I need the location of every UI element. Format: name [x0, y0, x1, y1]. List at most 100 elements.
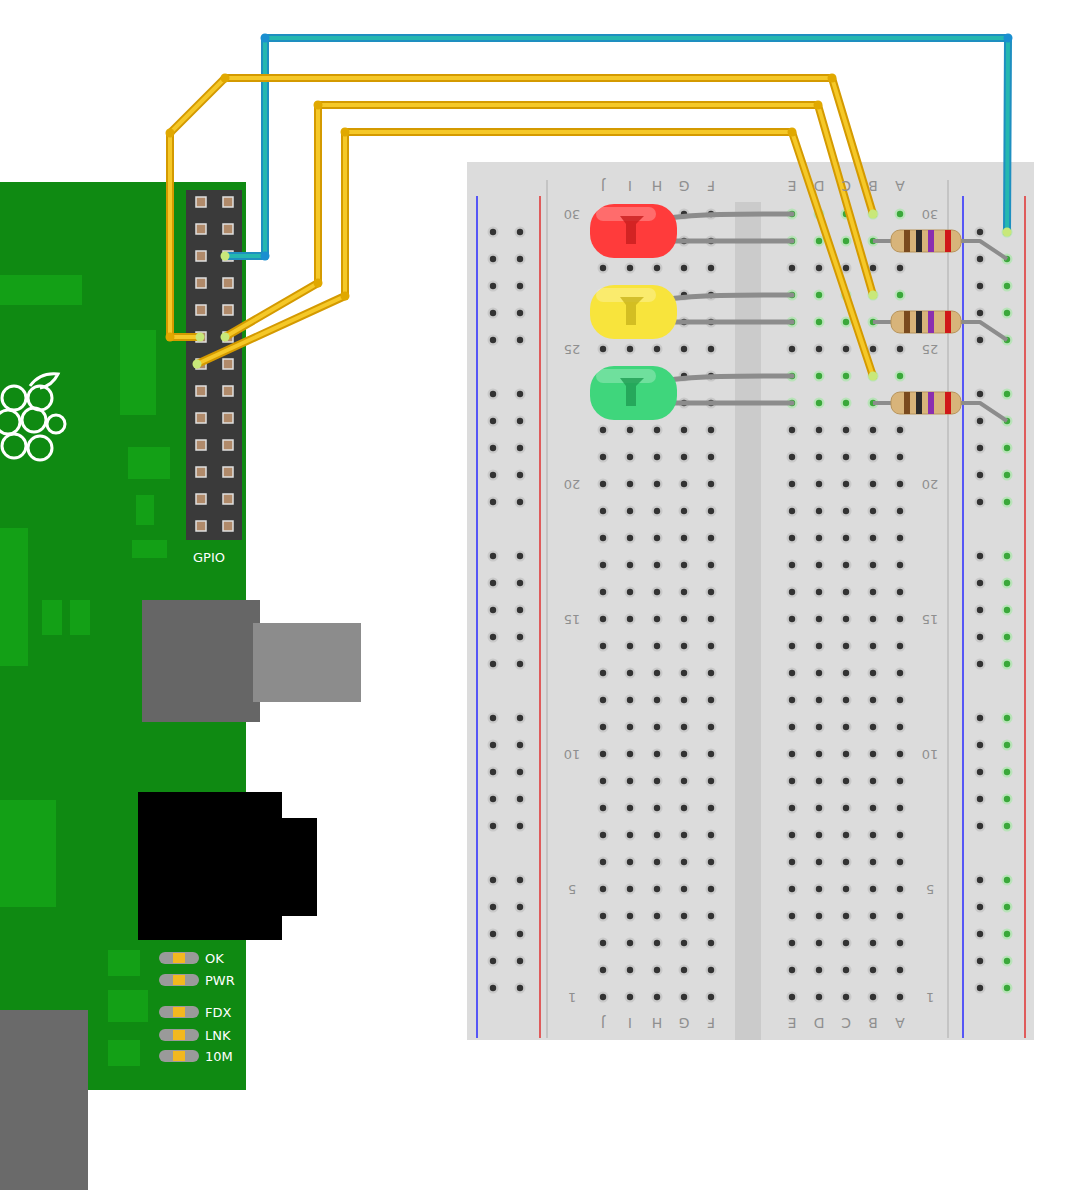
- status-led: [173, 953, 185, 963]
- hole: [708, 994, 714, 1000]
- hole: [841, 749, 852, 760]
- hole: [841, 614, 852, 625]
- resistor-lead: [873, 239, 893, 243]
- hole: [600, 562, 606, 568]
- hole: [706, 641, 717, 652]
- hole: [843, 940, 849, 946]
- hole: [488, 578, 499, 589]
- hole: [679, 614, 690, 625]
- gpio-pin: [196, 224, 206, 234]
- hole: [814, 344, 825, 355]
- hole: [816, 265, 822, 271]
- hole: [868, 830, 879, 841]
- hole: [814, 587, 825, 598]
- hole: [517, 553, 523, 559]
- hole: [625, 587, 636, 598]
- hole: [789, 454, 795, 460]
- hole: [706, 992, 717, 1003]
- hole: [1004, 904, 1010, 910]
- hole: [517, 391, 523, 397]
- hole: [977, 445, 983, 451]
- hole: [515, 605, 526, 616]
- hole: [517, 931, 523, 937]
- hole: [627, 994, 633, 1000]
- hole: [654, 913, 660, 919]
- hole: [975, 254, 986, 265]
- gpio-pin: [196, 386, 206, 396]
- hole: [679, 452, 690, 463]
- hole: [787, 425, 798, 436]
- hole: [1004, 931, 1010, 937]
- status-led-label: 10M: [205, 1050, 233, 1063]
- hole: [841, 695, 852, 706]
- led-leg: [670, 376, 792, 380]
- hole: [488, 632, 499, 643]
- hole: [652, 479, 663, 490]
- hole: [1004, 283, 1010, 289]
- hole: [625, 452, 636, 463]
- jumper-wire: [170, 78, 873, 337]
- status-led-label: OK: [205, 952, 224, 965]
- hole: [679, 776, 690, 787]
- hole: [816, 616, 822, 622]
- hole: [625, 479, 636, 490]
- hole: [706, 749, 717, 760]
- hole: [789, 346, 795, 352]
- hole: [895, 641, 906, 652]
- hole: [975, 497, 986, 508]
- hole: [708, 967, 714, 973]
- hole: [490, 742, 496, 748]
- hole: [895, 749, 906, 760]
- column-letter: E: [788, 1016, 797, 1030]
- hole: [816, 697, 822, 703]
- hole: [706, 533, 717, 544]
- hole: [490, 823, 496, 829]
- hole: [841, 722, 852, 733]
- hole: [814, 317, 825, 328]
- hole: [841, 668, 852, 679]
- hole: [975, 902, 986, 913]
- hole: [977, 877, 983, 883]
- hole: [843, 454, 849, 460]
- gpio-pin: [223, 386, 233, 396]
- hole: [598, 425, 609, 436]
- hole: [868, 479, 879, 490]
- hole: [841, 452, 852, 463]
- hole: [841, 830, 852, 841]
- hole: [789, 562, 795, 568]
- wire-end: [869, 291, 878, 300]
- hole: [1004, 769, 1010, 775]
- hole: [789, 724, 795, 730]
- hole: [681, 805, 687, 811]
- hole: [895, 479, 906, 490]
- hole: [843, 994, 849, 1000]
- column-letter: I: [628, 179, 632, 193]
- hole: [600, 670, 606, 676]
- column-letter: F: [707, 1016, 715, 1030]
- hole: [598, 344, 609, 355]
- hole: [977, 283, 983, 289]
- hole: [706, 938, 717, 949]
- hole: [975, 767, 986, 778]
- hole: [490, 310, 496, 316]
- hole: [789, 994, 795, 1000]
- hole: [897, 643, 903, 649]
- hole: [895, 965, 906, 976]
- resistor-band: [945, 230, 951, 252]
- hole: [975, 389, 986, 400]
- hole: [868, 668, 879, 679]
- hole: [490, 391, 496, 397]
- hole: [679, 992, 690, 1003]
- resistor-band: [916, 392, 922, 414]
- hole: [843, 913, 849, 919]
- hole: [977, 661, 983, 667]
- hole: [787, 830, 798, 841]
- hole: [600, 994, 606, 1000]
- hole: [868, 560, 879, 571]
- hole: [843, 508, 849, 514]
- hole: [897, 211, 903, 217]
- hole: [652, 560, 663, 571]
- hole: [490, 553, 496, 559]
- hole: [843, 535, 849, 541]
- hole: [654, 535, 660, 541]
